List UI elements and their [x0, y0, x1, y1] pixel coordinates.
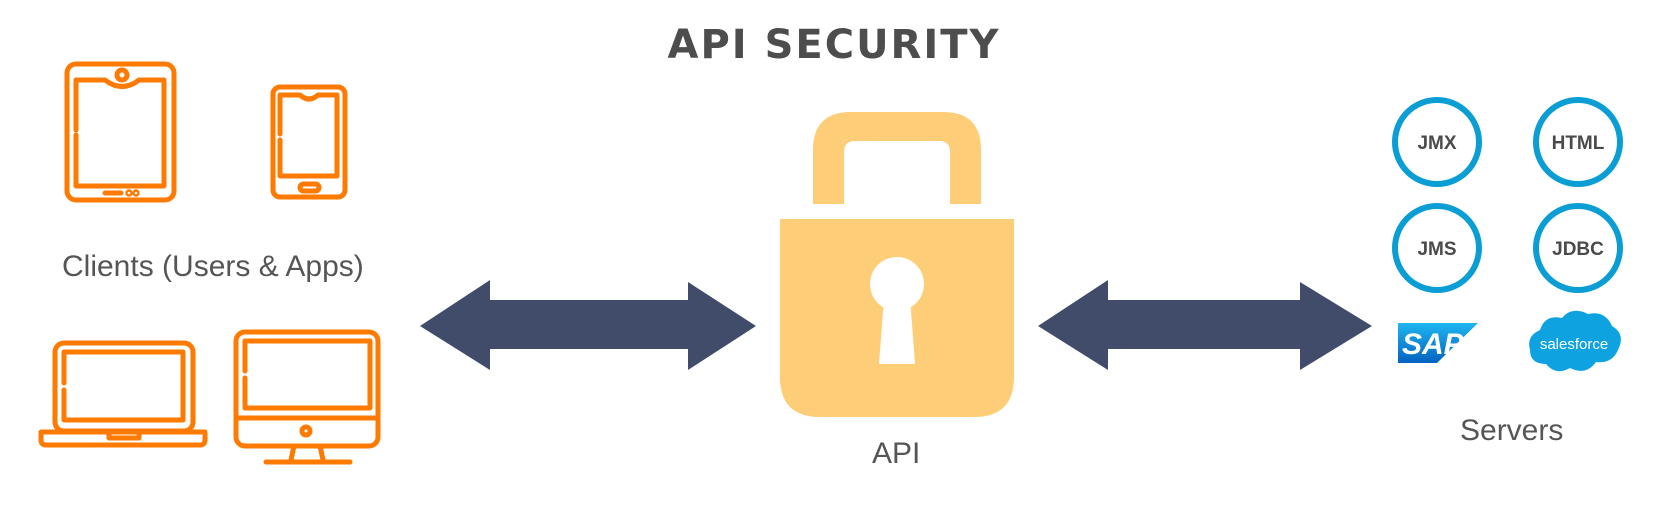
padlock-icon — [780, 112, 1014, 417]
api-label: API — [872, 437, 921, 470]
page-title: API SECURITY — [667, 22, 1001, 68]
protocol-label: JMX — [1417, 133, 1456, 154]
laptop-icon — [38, 340, 208, 448]
protocol-html: HTML — [1533, 97, 1623, 187]
protocol-jmx: JMX — [1392, 97, 1482, 187]
clients-label: Clients (Users & Apps) — [62, 250, 364, 283]
protocol-label: JMS — [1417, 239, 1456, 260]
sap-logo-text: SAP — [1402, 328, 1465, 361]
bidirectional-arrow-clients-api — [420, 280, 756, 370]
servers-label: Servers — [1460, 414, 1564, 447]
desktop-monitor-icon — [233, 329, 381, 465]
protocol-jms: JMS — [1392, 203, 1482, 293]
bidirectional-arrow-api-servers — [1038, 280, 1372, 370]
salesforce-logo: salesforce — [1529, 310, 1621, 372]
protocol-jdbc: JDBC — [1533, 203, 1623, 293]
salesforce-logo-text: salesforce — [1540, 336, 1608, 353]
protocol-label: JDBC — [1552, 239, 1604, 260]
tablet-icon — [64, 61, 177, 203]
protocol-label: HTML — [1552, 133, 1605, 154]
sap-logo: SAP — [1398, 323, 1478, 363]
smartphone-icon — [270, 84, 348, 200]
